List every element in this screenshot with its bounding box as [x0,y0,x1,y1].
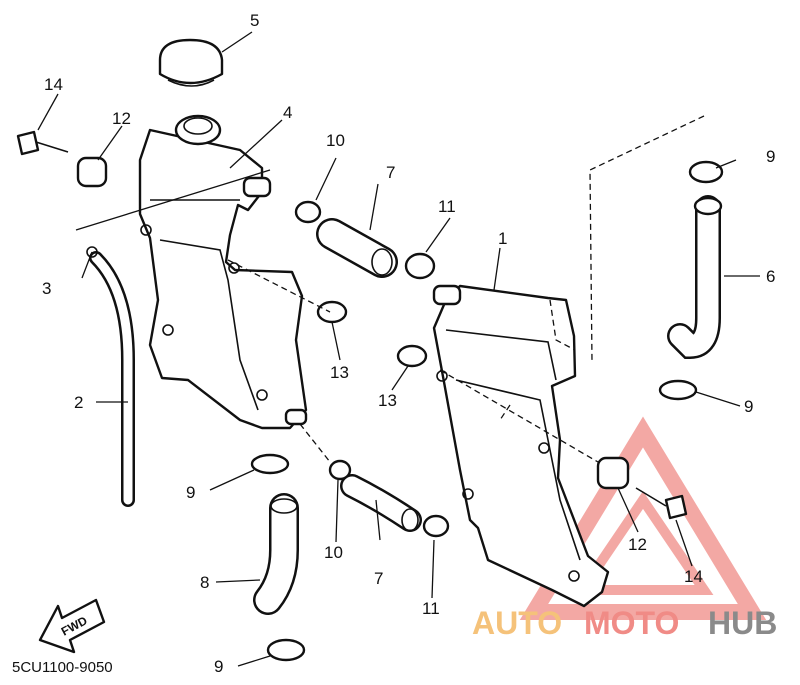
callout-12-left: 12 [112,109,131,128]
callout-labels: 1 2 3 4 5 6 7 7 8 9 9 9 9 10 10 11 11 12… [42,11,775,676]
left-radiator [138,114,308,430]
hose-7-lower [340,474,422,532]
callout-11-lower: 11 [422,599,440,618]
callout-10-lower: 10 [324,543,343,562]
callout-12-right: 12 [628,535,647,554]
fasteners [16,130,688,520]
hose-6 [667,195,723,360]
callout-10-upper: 10 [326,131,345,150]
hose-8 [253,493,299,615]
callout-4: 4 [283,103,292,122]
diagram-code: 5CU1100-9050 [12,659,113,676]
callout-14-right: 14 [684,567,703,586]
callout-7-lower: 7 [374,569,383,588]
callout-6: 6 [766,267,775,286]
watermark-hub: HUB [708,605,777,641]
callout-8: 8 [200,573,209,592]
breather-hose [86,246,135,507]
callout-5: 5 [250,11,259,30]
callout-1: 1 [498,229,507,248]
callout-3: 3 [42,279,51,298]
callout-9-mid-left: 9 [186,483,195,502]
watermark-moto: MOTO [584,605,679,641]
leader-lines [37,31,760,667]
callout-9-top-right: 9 [766,147,775,166]
callout-14-left: 14 [44,75,63,94]
radiator-cap [158,38,224,87]
callout-9-bottom: 9 [214,657,223,676]
callout-13-left: 13 [330,363,349,382]
callout-13-right: 13 [378,391,397,410]
hose-clamps [250,160,724,662]
right-radiator [432,284,610,608]
callout-2: 2 [74,393,83,412]
callout-11-upper: 11 [438,197,456,216]
hose-7-upper [316,218,398,278]
callout-9-mid-right: 9 [744,397,753,416]
fwd-arrow: FWD [38,598,106,654]
watermark-text: AUTO MOTO HUB [472,605,777,641]
watermark-auto: AUTO [472,605,562,641]
callout-7-upper: 7 [386,163,395,182]
watermark-logo [519,416,767,620]
